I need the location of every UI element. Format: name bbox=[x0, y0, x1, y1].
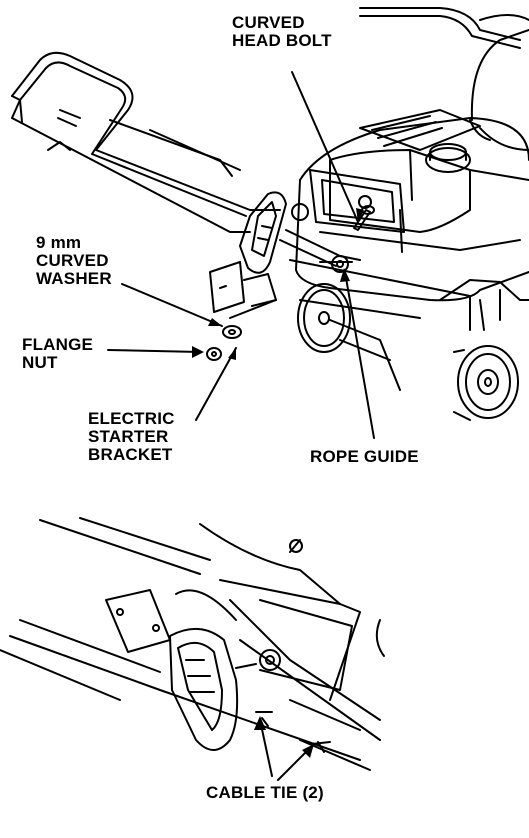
rope-guide-label: ROPE GUIDE bbox=[310, 448, 419, 466]
label-line: NUT bbox=[22, 353, 58, 372]
control-panel bbox=[291, 169, 405, 233]
rope-guide bbox=[319, 255, 353, 273]
flange-nut-label: FLANGE NUT bbox=[22, 336, 93, 372]
bottom-bracket bbox=[105, 589, 171, 653]
chute-handle bbox=[359, 7, 529, 49]
label-line: WASHER bbox=[36, 269, 112, 288]
curved-washer-label: 9 mm CURVED WASHER bbox=[36, 234, 112, 288]
curved-head-bolt-label: CURVED HEAD BOLT bbox=[232, 14, 332, 50]
cable-ties bbox=[255, 711, 331, 753]
label-line: CURVED bbox=[36, 251, 109, 270]
label-line: ELECTRIC bbox=[88, 409, 175, 428]
label-line: 9 mm bbox=[36, 233, 82, 252]
handlebar bbox=[11, 51, 281, 233]
engine-housing bbox=[295, 109, 529, 302]
starter-bracket bbox=[209, 261, 277, 319]
label-line: ROPE GUIDE bbox=[310, 447, 419, 466]
frame bbox=[289, 259, 529, 391]
starter-bracket-label: ELECTRIC STARTER BRACKET bbox=[88, 410, 175, 464]
label-line: FLANGE bbox=[22, 335, 94, 354]
bottom-recoil-handle bbox=[169, 589, 281, 751]
label-line: BRACKET bbox=[88, 445, 173, 464]
cable-tie-label: CABLE TIE (2) bbox=[206, 784, 324, 802]
wheel-front bbox=[297, 283, 351, 353]
label-line: STARTER bbox=[88, 427, 169, 446]
label-line: CURVED bbox=[232, 13, 305, 32]
curved-washer bbox=[222, 325, 242, 339]
leader-lines-top bbox=[107, 71, 375, 439]
bottom-frame bbox=[0, 517, 385, 771]
wheel-rear bbox=[453, 345, 519, 421]
flange-nut bbox=[206, 347, 222, 361]
label-line: HEAD BOLT bbox=[232, 31, 332, 50]
label-line: CABLE TIE (2) bbox=[206, 783, 324, 802]
